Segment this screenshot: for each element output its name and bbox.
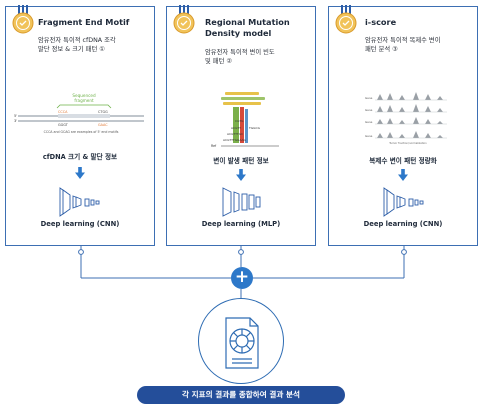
card-title: i-score	[365, 17, 396, 28]
card-i-score: i-score 암유전자 특이적 복제수 변이 패턴 분석 ③ Gene Gen…	[328, 5, 478, 246]
card-title-line: i-score	[365, 17, 397, 27]
plus-icon: +	[231, 267, 253, 289]
card-description-line: 말단 정보 & 크기 패턴 ①	[38, 46, 105, 53]
figure-label: fragment	[74, 98, 94, 103]
card-description: 암유전자 특이적 변이 빈도 및 패턴 ②	[205, 48, 275, 66]
card-caption: 복제수 변이 패턴 정량화	[369, 157, 437, 165]
card-description: 암유전자 특이적 복제수 변이 패턴 분석 ③	[365, 36, 441, 54]
fragment-figure: Sequenced fragment 5' 3' CCCA CTGG GGGT …	[14, 93, 144, 134]
figure-label: Gene	[365, 134, 373, 138]
award-badge-icon	[335, 5, 357, 34]
card-title-line: Fragment End Motif	[38, 17, 130, 27]
figure-label: Gene	[365, 96, 373, 100]
mutation-figure: CGTG ACGTT TGGCG ACGTTTGC ACGTTTGGAAG Ref	[211, 92, 279, 148]
card-description-line: 암유전자 특이적 cfDNA 조각	[38, 37, 116, 44]
figure-label: GAAC	[98, 123, 108, 127]
ai-report-icon	[225, 317, 259, 369]
result-analysis-circle	[198, 298, 284, 384]
svg-text:ACGTT: ACGTT	[231, 126, 241, 130]
award-badge-icon	[173, 5, 195, 34]
result-label-pill: 각 지표의 결과를 종합하여 결과 분석	[137, 386, 345, 404]
neural-network-icon	[383, 187, 424, 217]
card-caption: 변이 발생 패턴 정보	[213, 157, 269, 165]
figure-label: Sequenced	[72, 93, 96, 98]
neural-network-icon	[222, 187, 261, 217]
card-description: 암유전자 특이적 cfDNA 조각 말단 정보 & 크기 패턴 ①	[38, 36, 116, 54]
svg-text:ACGTTTGGAAG: ACGTTTGGAAG	[223, 138, 246, 142]
card-model-label: Deep learning (MLP)	[201, 220, 281, 228]
card-model-label: Deep learning (CNN)	[363, 220, 443, 228]
arrow-down-icon	[75, 167, 85, 179]
figure-label: 5'	[14, 114, 17, 118]
card-regional-mutation-density: Regional Mutation Density model 암유전자 특이적…	[166, 5, 316, 246]
card-title-line: Density model	[205, 28, 272, 38]
card-title-line: Regional Mutation	[205, 17, 290, 27]
arrow-down-icon	[236, 169, 246, 181]
figure-label: Tumor fraction/normalization	[389, 141, 427, 145]
card-description-line: 패턴 분석 ③	[365, 46, 398, 53]
figure-label: Gene	[365, 108, 373, 112]
svg-text:ACGTTTGC: ACGTTTGC	[227, 132, 243, 136]
svg-text:CGTG: CGTG	[235, 119, 244, 123]
figure-label: CTGG	[98, 110, 108, 114]
figure-label: Ref	[211, 144, 217, 148]
card-description-line: 암유전자 특이적 변이 빈도	[205, 49, 275, 56]
card-description-line: 및 패턴 ②	[205, 58, 233, 65]
copy-number-figure: Gene Gene Gene Gene Tumor fraction/norma…	[365, 92, 447, 145]
award-badge-icon	[12, 5, 34, 34]
figure-label: CCCA	[58, 110, 68, 114]
figure-label: Gene	[365, 120, 373, 124]
card-fragment-end-motif: Fragment End Motif 암유전자 특이적 cfDNA 조각 말단 …	[5, 5, 155, 246]
figure-label: GGGT	[58, 123, 69, 127]
card-title: Fragment End Motif	[38, 17, 129, 28]
svg-text:TGGCG: TGGCG	[248, 126, 261, 130]
neural-network-icon	[59, 187, 100, 217]
figure-label: 3'	[14, 119, 17, 123]
card-title: Regional Mutation Density model	[205, 17, 290, 39]
figure-label: CCCA and GCAG are examples of 5' end mot…	[44, 130, 119, 134]
card-caption: cfDNA 크기 & 말단 정보	[42, 153, 118, 161]
arrow-down-icon	[398, 169, 408, 181]
card-model-label: Deep learning (CNN)	[40, 220, 120, 228]
card-description-line: 암유전자 특이적 복제수 변이	[365, 37, 441, 44]
